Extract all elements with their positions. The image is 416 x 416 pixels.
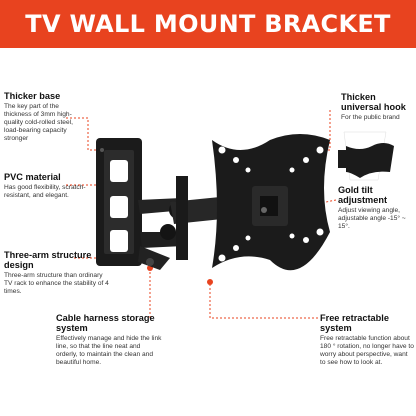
callout-free-retractable: Free retractable system Free retractable… — [320, 313, 414, 367]
callout-pvc-material: PVC material Has good flexibility, scrat… — [4, 172, 96, 200]
callout-title: Gold tilt adjustment — [338, 185, 388, 205]
callout-desc: Adjust viewing angle, adjustable angle -… — [338, 207, 406, 230]
vesa-plate — [212, 134, 330, 271]
callout-universal-hook: Thicken universal hook For the public br… — [341, 92, 415, 122]
callout-desc: Three-arm structure than ordinary TV rac… — [4, 272, 109, 295]
callout-title: Three-arm structure design — [4, 250, 92, 270]
leader-thicker-base — [66, 117, 102, 151]
callout-thicker-base: Thicker base The key part of the thickne… — [4, 91, 88, 143]
swing-arms — [138, 176, 232, 270]
callout-gold-tilt: Gold tilt adjustment Adjust viewing angl… — [338, 185, 416, 231]
inset-bracket-thumbnail — [338, 131, 394, 181]
callout-title: PVC material — [4, 172, 61, 182]
callout-three-arm: Three-arm structure design Three-arm str… — [4, 250, 112, 296]
callout-desc: Effectively manage and hide the link lin… — [56, 335, 162, 366]
wall-plate — [96, 138, 142, 266]
callout-desc: The key part of the thickness of 3mm hig… — [4, 103, 73, 142]
page-title: TV WALL MOUNT BRACKET — [25, 10, 391, 38]
callout-title: Thicker base — [4, 91, 61, 101]
callout-cable-harness: Cable harness storage system Effectively… — [56, 313, 162, 367]
callout-desc: Free retractable function about 180 ° ro… — [320, 335, 414, 366]
callout-title: Thicken universal hook — [341, 92, 406, 112]
leader-free-retractable — [209, 282, 318, 319]
callout-desc: For the public brand — [341, 114, 400, 121]
callout-title: Free retractable system — [320, 313, 389, 333]
callout-desc: Has good flexibility, scratch-resistant,… — [4, 184, 86, 199]
title-banner: TV WALL MOUNT BRACKET — [0, 0, 416, 48]
callout-title: Cable harness storage system — [56, 313, 155, 333]
